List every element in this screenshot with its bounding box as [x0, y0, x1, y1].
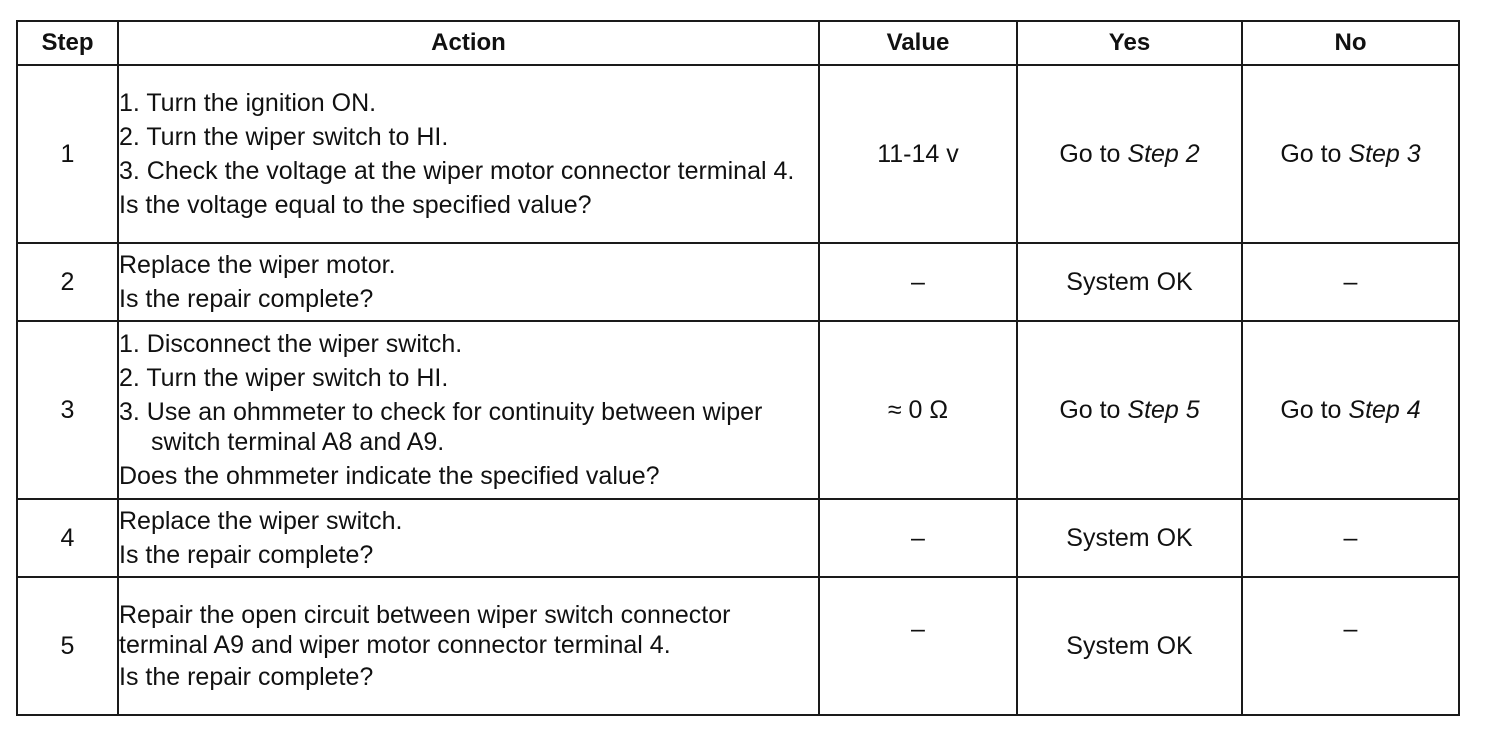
action-cell: 1. Turn the ignition ON. 2. Turn the wip… — [117, 64, 820, 244]
action-cell: Replace the wiper motor. Is the repair c… — [117, 242, 820, 322]
value-cell: – — [818, 242, 1018, 322]
yes-cell: Go to Step 5 — [1016, 320, 1243, 500]
action-step: 2. Turn the wiper switch to HI. — [119, 364, 449, 392]
diagnostic-table: Step Action Value Yes No 1 1. Turn the i… — [16, 20, 1460, 716]
value-cell: – — [818, 498, 1018, 578]
action-step: 2. Turn the wiper switch to HI. — [119, 123, 449, 151]
no-cell: – — [1241, 242, 1460, 322]
yes-cell: System OK — [1016, 576, 1243, 716]
header-no: No — [1241, 20, 1460, 66]
action-step: Replace the wiper switch. — [119, 507, 403, 535]
action-step: 3. Check the voltage at the wiper motor … — [119, 157, 795, 185]
header-action: Action — [117, 20, 820, 66]
step-number: 5 — [16, 576, 119, 716]
action-step: 3. Use an ohmmeter to check for continui… — [119, 398, 763, 456]
step-number: 2 — [16, 242, 119, 322]
header-step: Step — [16, 20, 119, 66]
action-step: 1. Disconnect the wiper switch. — [119, 330, 463, 358]
value-cell: ≈ 0 Ω — [818, 320, 1018, 500]
table-row: 4 Replace the wiper switch. Is the repai… — [16, 498, 1460, 578]
yes-prefix: Go to — [1059, 140, 1128, 168]
action-step: 1. Turn the ignition ON. — [119, 89, 377, 117]
action-question: Is the repair complete? — [119, 285, 374, 313]
header-row: Step Action Value Yes No — [16, 20, 1460, 66]
action-question: Is the repair complete? — [119, 663, 374, 691]
header-value: Value — [818, 20, 1018, 66]
yes-cell: Go to Step 2 — [1016, 64, 1243, 244]
yes-cell: System OK — [1016, 498, 1243, 578]
action-question: Does the ohmmeter indicate the specified… — [119, 462, 660, 490]
action-cell: Replace the wiper switch. Is the repair … — [117, 498, 820, 578]
no-cell: Go to Step 4 — [1241, 320, 1460, 500]
table-row: 5 Repair the open circuit between wiper … — [16, 576, 1460, 716]
step-number: 3 — [16, 320, 119, 500]
action-question: Is the voltage equal to the specified va… — [119, 191, 592, 219]
value-cell: – — [818, 576, 1018, 716]
no-step-ref: Step 3 — [1348, 140, 1421, 168]
no-prefix: Go to — [1280, 396, 1349, 424]
table-row: 2 Replace the wiper motor. Is the repair… — [16, 242, 1460, 322]
action-step: Replace the wiper motor. — [119, 251, 396, 279]
value-cell: 11-14 v — [818, 64, 1018, 244]
step-number: 4 — [16, 498, 119, 578]
no-cell: – — [1241, 498, 1460, 578]
step-number: 1 — [16, 64, 119, 244]
action-step: Repair the open circuit between wiper sw… — [119, 601, 731, 659]
action-cell: Repair the open circuit between wiper sw… — [117, 576, 820, 716]
yes-cell: System OK — [1016, 242, 1243, 322]
no-cell: Go to Step 3 — [1241, 64, 1460, 244]
yes-step-ref: Step 2 — [1127, 140, 1200, 168]
yes-step-ref: Step 5 — [1127, 396, 1200, 424]
action-cell: 1. Disconnect the wiper switch. 2. Turn … — [117, 320, 820, 500]
table-row: 1 1. Turn the ignition ON. 2. Turn the w… — [16, 64, 1460, 244]
no-step-ref: Step 4 — [1348, 396, 1421, 424]
table-row: 3 1. Disconnect the wiper switch. 2. Tur… — [16, 320, 1460, 500]
no-prefix: Go to — [1280, 140, 1349, 168]
action-question: Is the repair complete? — [119, 541, 374, 569]
yes-prefix: Go to — [1059, 396, 1128, 424]
no-cell: – — [1241, 576, 1460, 716]
header-yes: Yes — [1016, 20, 1243, 66]
